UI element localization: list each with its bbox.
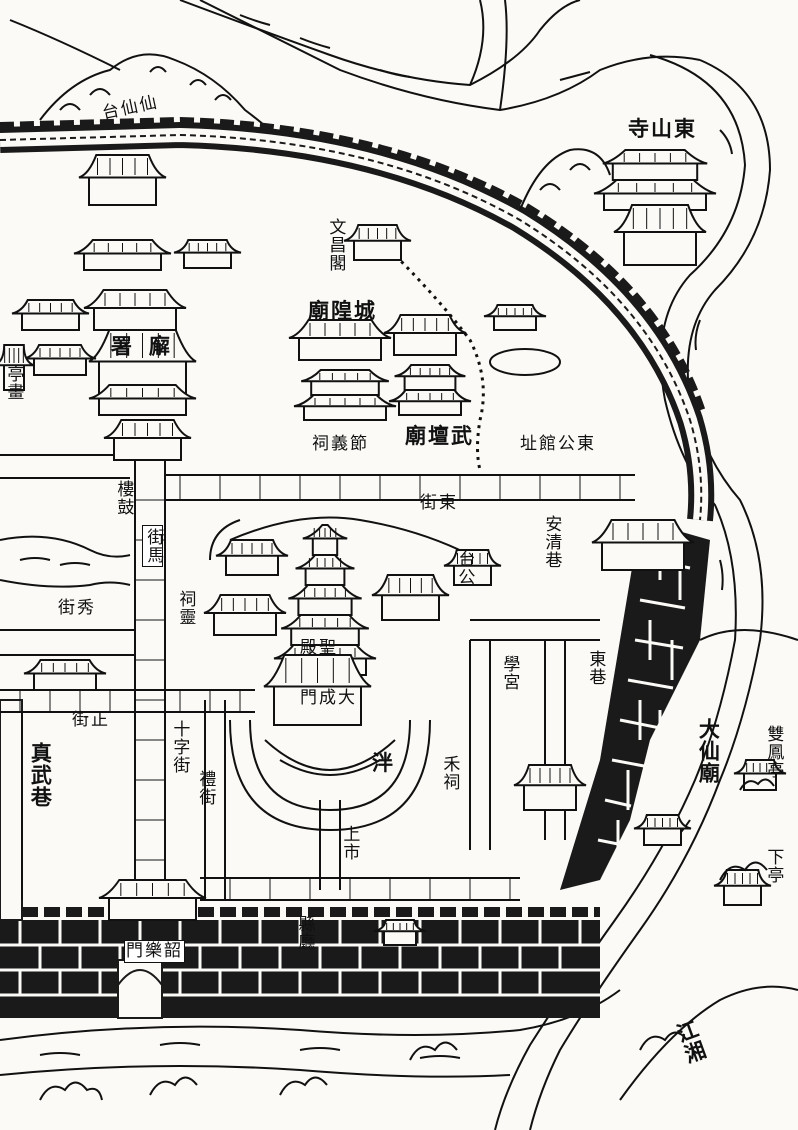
building-east-small: [483, 304, 547, 331]
building-yamen-front: [88, 384, 197, 416]
building-school-pagoda: [273, 524, 377, 676]
label-zhen-wu-xiang: 真武巷: [28, 742, 54, 808]
label-wu-miao: 廟壇武: [405, 423, 474, 448]
label-xia-ting: 下亭: [763, 848, 784, 884]
river-south: [0, 989, 621, 1078]
hills-east: [519, 148, 798, 1101]
label-dongshan-si: 寺山東: [628, 116, 697, 141]
river-north: [179, 0, 701, 112]
label-gong-tai: 台公: [454, 550, 475, 586]
building-school-right-2: [443, 549, 502, 586]
city-wall: [0, 116, 715, 1019]
label-da-xian-miao: 大仙廟: [696, 718, 722, 784]
school-temple-enclosure: [209, 516, 471, 832]
pond: [489, 348, 561, 376]
label-kuan: 廨: [146, 335, 172, 357]
label-ji-ling-ci: 祠靈: [175, 590, 196, 626]
building-east-pavilion-1: [713, 869, 772, 906]
streets: [0, 248, 635, 901]
label-dong-jie: 街東: [420, 493, 458, 513]
trees-south: [39, 778, 775, 1101]
building-temple-east-2: [633, 814, 692, 846]
mountain-xianju: [9, 19, 276, 136]
label-gu-lou: 樓鼓: [113, 480, 134, 516]
label-dong-gong-guan: 址館公東: [520, 434, 596, 454]
building-school-right: [371, 574, 450, 621]
building-west-3: [11, 299, 90, 331]
label-shang-shi: 上市: [339, 825, 360, 861]
building-yamen-tower: [103, 419, 192, 461]
label-zhu-jie: 街馬: [142, 525, 164, 567]
building-dachengmen: [263, 654, 372, 726]
label-wenchang-ge: 文昌閣: [325, 218, 346, 272]
building-dongshan-hall: [613, 204, 707, 266]
building-wenchang-small: [343, 224, 412, 261]
building-school-left-2: [203, 594, 287, 636]
building-west-4: [23, 344, 97, 376]
building-south-east: [373, 919, 427, 946]
label-qing-an-jie: 安清巷: [541, 515, 562, 569]
building-dongshan-temple: [593, 149, 717, 211]
buildings-layer: [0, 149, 787, 946]
label-li-jie: 禮街: [195, 770, 216, 806]
label-chenghuang-miao: 廟隍城: [308, 298, 377, 323]
label-shao-men: 門樂韶: [124, 940, 185, 964]
building-chenghuang-front: [288, 319, 392, 361]
label-shizi-jie: 十字街: [169, 720, 190, 774]
label-sheng-dian: 殿聖: [300, 638, 338, 658]
label-shuang-feng-ting: 雙鳳亭: [763, 725, 784, 779]
building-xian-tai: [23, 659, 107, 691]
label-dong-xiang: 東巷: [585, 650, 606, 686]
building-chenghuang-back: [383, 314, 467, 356]
building-west-1: [73, 239, 172, 271]
label-pan: 泮: [372, 750, 395, 775]
building-east-gate-tower: [591, 519, 695, 571]
building-west-5: [0, 344, 35, 391]
label-xian-shan: 縣廳: [294, 915, 315, 951]
label-da-cheng-men: 門成大: [300, 688, 357, 708]
building-chenghuang-hall: [293, 369, 397, 421]
label-zheng-jie: 街正: [72, 710, 110, 730]
label-he-miao: 禾祠: [439, 755, 460, 791]
label-xiu-jie: 街秀: [58, 598, 96, 618]
building-east-riverside: [513, 764, 587, 811]
building-wu-temple: [388, 364, 472, 416]
building-school-left: [215, 539, 289, 576]
river-west: [0, 535, 131, 588]
label-hua-ting: 亭畫: [3, 365, 24, 401]
label-xue-gong: 學宮: [499, 655, 520, 691]
building-north-gate: [78, 154, 167, 206]
label-jie-wei-ci: 祠義節: [312, 434, 369, 454]
building-yamen-gate: [83, 289, 187, 331]
label-shu: 署: [108, 335, 134, 357]
building-south-gate-tower: [98, 879, 207, 921]
building-west-2: [173, 239, 242, 269]
